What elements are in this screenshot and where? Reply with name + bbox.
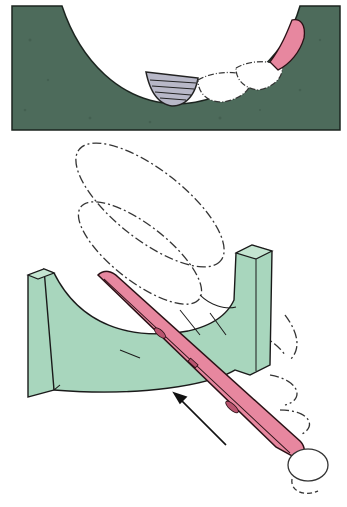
handle-end	[288, 449, 328, 493]
cross-section-view	[0, 0, 347, 135]
motion-arrow-icon	[174, 393, 226, 445]
cross-section-svg	[0, 0, 347, 135]
perspective-view	[0, 135, 347, 507]
perspective-svg	[0, 135, 347, 507]
